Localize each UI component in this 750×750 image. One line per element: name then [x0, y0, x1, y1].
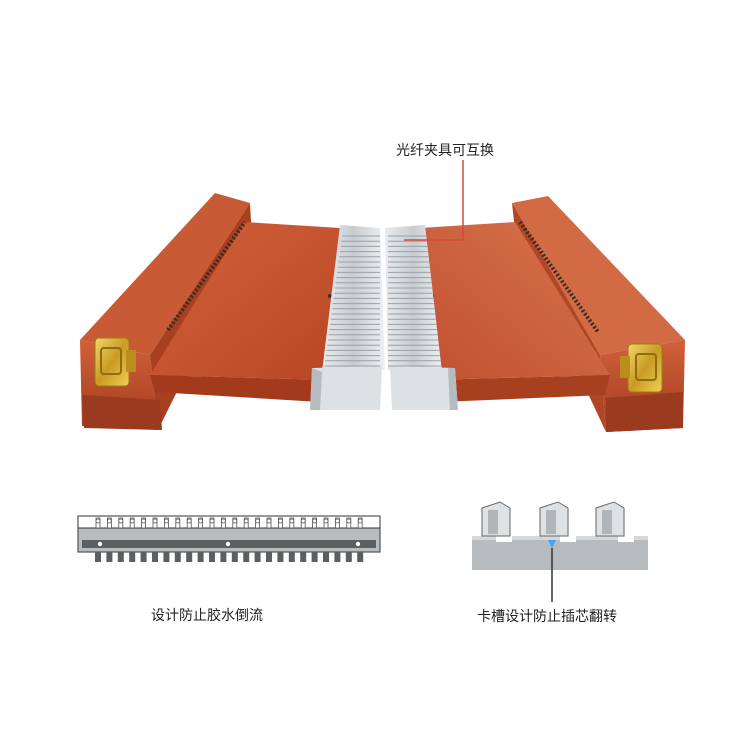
brass-latch-icon	[94, 337, 136, 387]
anti-backflow-caption: 设计防止胶水倒流	[151, 608, 263, 624]
slot-design-diagram	[472, 501, 648, 602]
right-panel	[420, 220, 610, 402]
anti-flip-caption: 卡槽设计防止插芯翻转	[477, 609, 617, 625]
callout-leader-line	[404, 160, 464, 241]
left-clamp-teeth	[324, 235, 380, 367]
right-clamp-teeth	[388, 235, 441, 367]
anti-backflow-diagram	[77, 515, 381, 562]
brass-latch-icon	[620, 343, 663, 393]
interchangeable-clamp-callout: 光纤夹具可互换	[396, 143, 494, 159]
left-panel	[150, 220, 340, 402]
